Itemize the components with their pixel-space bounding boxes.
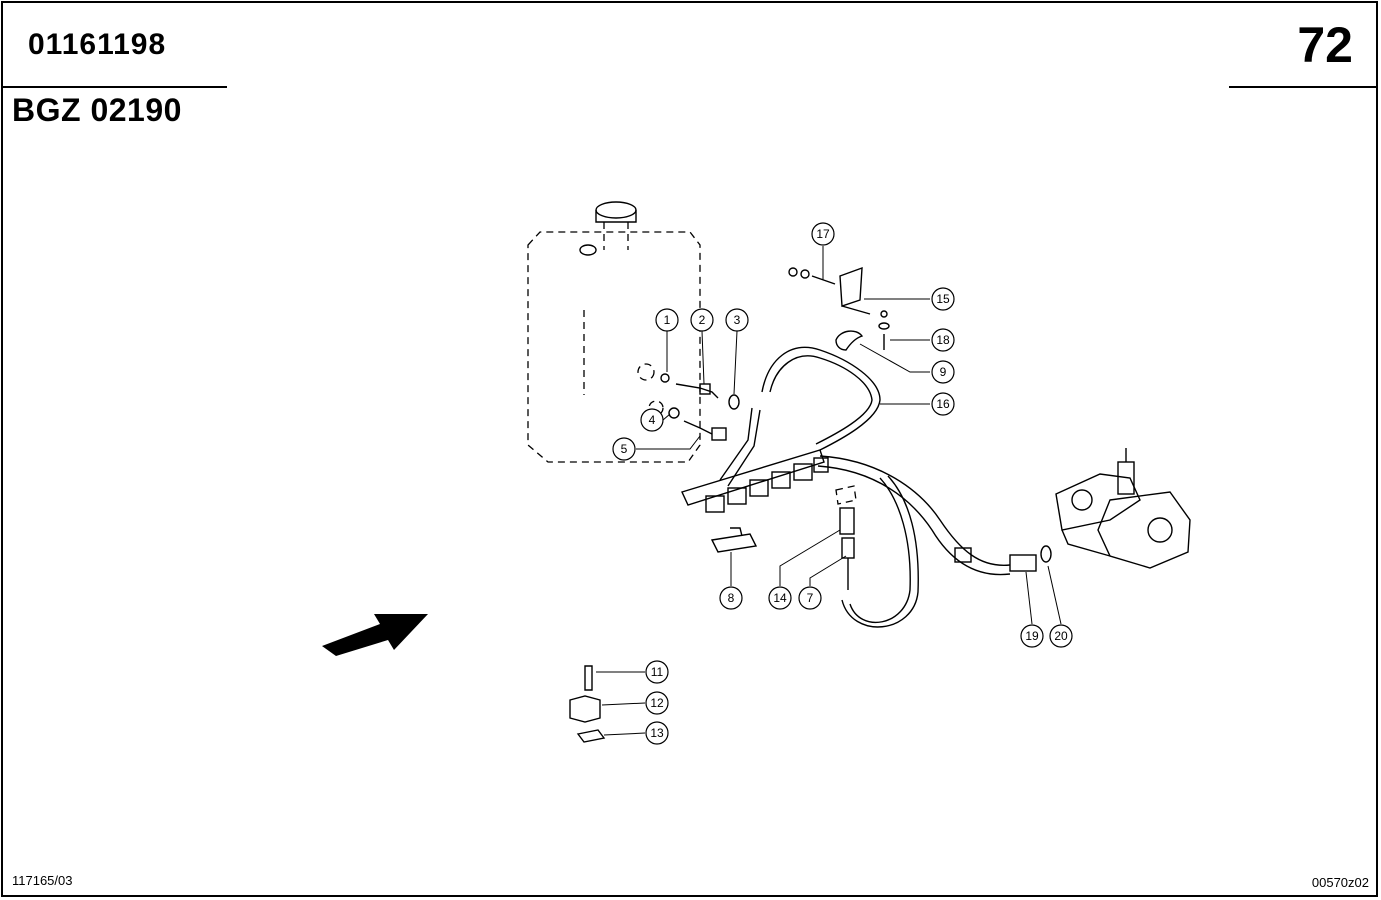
callout-18: 18	[931, 328, 955, 352]
document-number: 01161198	[28, 28, 167, 61]
callout-5-label: 5	[621, 442, 628, 456]
callout-18-label: 18	[936, 333, 950, 347]
callout-12: 12	[645, 691, 669, 715]
loose-parts	[569, 665, 606, 743]
callout-9: 9	[931, 360, 955, 384]
callout-11-label: 11	[651, 665, 664, 679]
footer-left-code: 117165/03	[12, 873, 73, 888]
header-rule-left	[1, 86, 227, 88]
callout-8-label: 8	[728, 591, 735, 605]
callout-13-label: 13	[650, 726, 664, 740]
callout-20: 20	[1049, 624, 1073, 648]
callout-19: 19	[1020, 624, 1044, 648]
callout-12-label: 12	[650, 696, 664, 710]
callout-11: 11	[645, 660, 669, 684]
footer-right-code: 00570z02	[1311, 875, 1369, 890]
pump-assembly	[1055, 448, 1191, 569]
bracket-assembly	[788, 266, 890, 351]
header-rule-right	[1229, 86, 1378, 88]
callout-17: 17	[811, 222, 835, 246]
callout-15: 15	[931, 287, 955, 311]
callout-9-label: 9	[940, 365, 947, 379]
wiring-harness	[681, 346, 881, 513]
callout-4-label: 4	[649, 413, 656, 427]
callout-20-label: 20	[1054, 629, 1068, 643]
direction-arrow-icon	[322, 614, 428, 656]
callout-7-label: 7	[807, 591, 814, 605]
callout-14-label: 14	[773, 591, 787, 605]
leader-lines	[596, 246, 1062, 736]
callout-2: 2	[690, 308, 714, 332]
callout-16-label: 16	[936, 397, 950, 411]
callout-8: 8	[719, 586, 743, 610]
callout-3-label: 3	[734, 313, 741, 327]
clip-part	[710, 527, 758, 553]
callout-14: 14	[768, 586, 792, 610]
callout-15-label: 15	[936, 292, 950, 306]
callout-19-label: 19	[1025, 629, 1039, 643]
callout-1: 1	[655, 308, 679, 332]
callout-5: 5	[612, 437, 636, 461]
callout-3: 3	[725, 308, 749, 332]
callout-16: 16	[931, 392, 955, 416]
callout-17-label: 17	[816, 227, 830, 241]
callout-2-label: 2	[699, 313, 706, 327]
page-number: 72	[1297, 17, 1353, 73]
tank-fittings	[637, 363, 740, 441]
callout-13: 13	[645, 721, 669, 745]
callout-1-label: 1	[664, 313, 671, 327]
tank-outline	[527, 201, 701, 463]
callout-7: 7	[798, 586, 822, 610]
group-code: BGZ 02190	[12, 92, 182, 128]
callout-4: 4	[640, 408, 664, 432]
pressure-switch	[835, 485, 857, 590]
sensor-cable	[817, 455, 1052, 628]
